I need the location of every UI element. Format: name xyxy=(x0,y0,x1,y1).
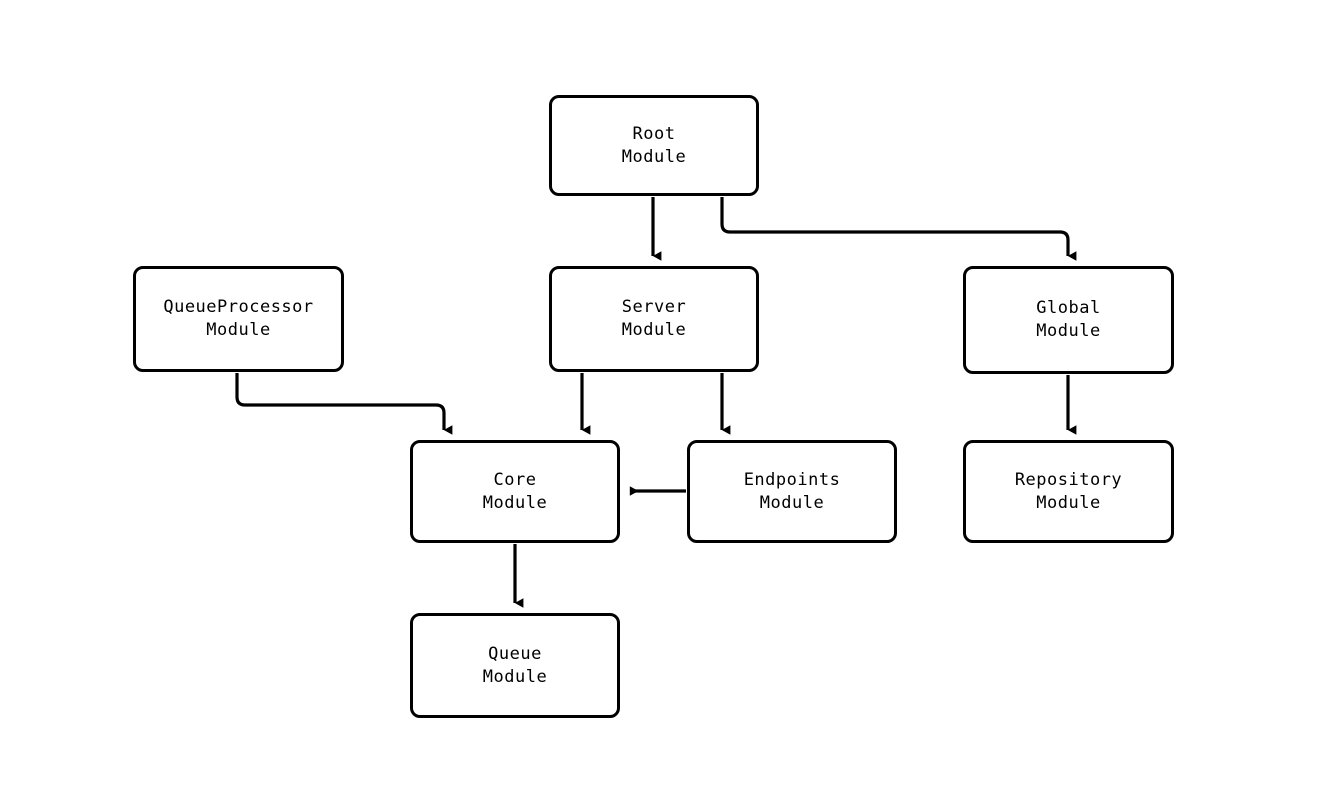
node-queueprocessor-module-line1: QueueProcessor xyxy=(163,297,314,318)
edge-queueprocessor-to-core xyxy=(235,373,453,435)
edge-root-to-global xyxy=(720,197,1077,261)
node-root-module-line1: Root xyxy=(632,123,676,144)
node-queue-module-line2: Module xyxy=(482,666,548,687)
node-endpoints-module-line2: Module xyxy=(759,492,825,513)
node-repository-module[interactable]: Repository Module xyxy=(963,440,1174,543)
node-endpoints-module[interactable]: Endpoints Module xyxy=(687,440,897,543)
node-repository-module-line1: Repository xyxy=(1014,469,1123,490)
node-global-module-line1: Global xyxy=(1036,298,1101,319)
node-queueprocessor-module[interactable]: QueueProcessor Module xyxy=(133,266,344,372)
node-global-module-line2: Module xyxy=(1036,321,1101,341)
node-core-module-line2: Module xyxy=(482,492,548,513)
node-queueprocessor-module-line2: Module xyxy=(206,320,271,340)
node-root-module-line2: Module xyxy=(621,146,687,167)
node-root-module[interactable]: Root Module xyxy=(549,95,759,196)
node-queue-module[interactable]: Queue Module xyxy=(410,613,620,718)
node-server-module-line2: Module xyxy=(621,320,687,340)
node-queue-module-line1: Queue xyxy=(488,643,542,664)
node-server-module-line1: Server xyxy=(621,297,687,318)
node-core-module-line1: Core xyxy=(493,469,537,490)
node-repository-module-line2: Module xyxy=(1036,492,1101,513)
node-server-module[interactable]: Server Module xyxy=(549,266,759,372)
node-endpoints-module-line1: Endpoints xyxy=(743,469,841,490)
node-global-module[interactable]: Global Module xyxy=(963,266,1174,374)
node-core-module[interactable]: Core Module xyxy=(410,440,620,543)
